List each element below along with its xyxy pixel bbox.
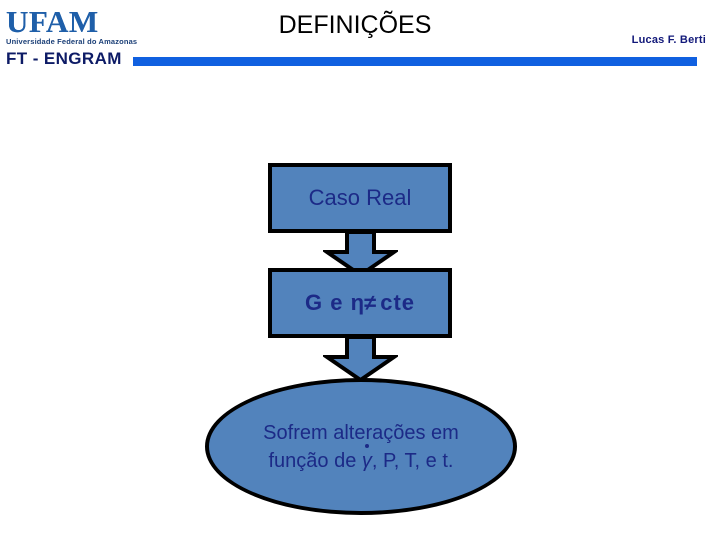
ufam-logo-wordmark: UFAM [6, 4, 99, 39]
down-arrow-icon-svg [320, 230, 401, 278]
flow-node-conclusion-label: Sofrem alterações em função de γ, P, T, e… [245, 419, 477, 475]
g-eta-suffix: cte [373, 290, 416, 315]
flow-node-caso-real: Caso Real [268, 163, 452, 233]
department-label: FT - ENGRAM [6, 49, 122, 68]
not-equal-icon: ≠ [364, 290, 376, 315]
header-divider-rule [133, 57, 697, 66]
g-eta-prefix: G e [304, 290, 351, 315]
page-title: DEFINIÇÕES [278, 11, 432, 39]
down-arrow-icon [320, 335, 401, 383]
gamma-dot-symbol: γ [362, 447, 372, 475]
flow-node-g-eta: G e η≠ cte [268, 268, 452, 338]
down-arrow-icon-svg [320, 335, 401, 383]
down-arrow-icon [320, 230, 401, 278]
eta-symbol: η [350, 290, 366, 315]
flow-node-g-eta-label: G e η≠ cte [305, 290, 415, 316]
conclusion-line-2-prefix: função de [268, 449, 362, 472]
slide-header: UFAM Universidade Federal do Amazonas FT… [0, 0, 720, 80]
flow-node-caso-real-label: Caso Real [308, 185, 412, 210]
ufam-logo: UFAM Universidade Federal do Amazonas FT… [6, 6, 156, 69]
conclusion-line-2-suffix: , P, T, e t. [371, 449, 454, 472]
flow-node-conclusion: Sofrem alterações em função de γ, P, T, e… [205, 378, 517, 515]
author-label: Lucas F. Berti [631, 34, 706, 46]
conclusion-line-1: Sofrem alterações em [263, 421, 459, 444]
ufam-logo-subtitle: Universidade Federal do Amazonas [6, 37, 138, 46]
